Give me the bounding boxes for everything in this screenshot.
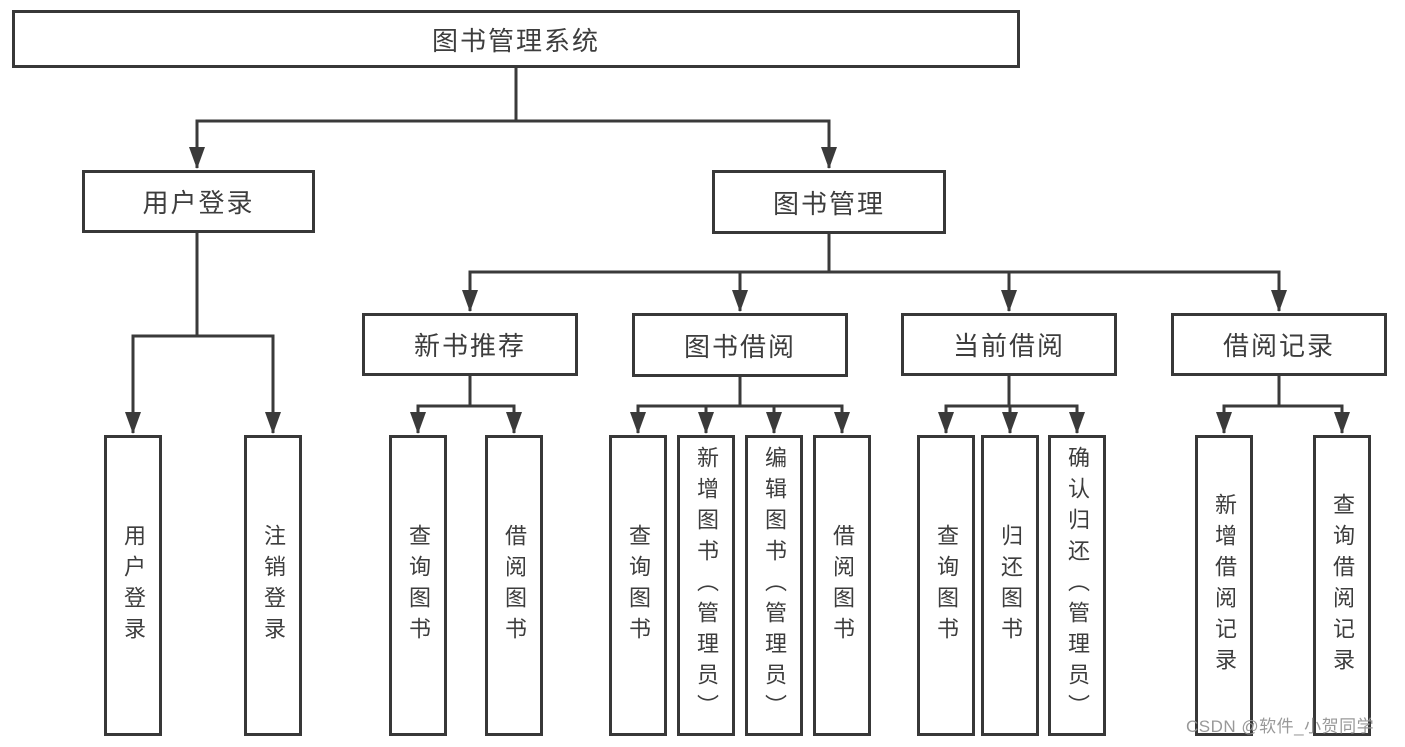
leaf-add-book-admin: 新增图书（管理员）: [677, 435, 735, 736]
leaf-query-borrow-record: 查询借阅记录: [1313, 435, 1371, 736]
leaf-query-books-recommend: 查询图书: [389, 435, 447, 736]
leaf-label: 借阅图书: [502, 523, 527, 648]
node-label: 图书借阅: [683, 331, 796, 362]
leaf-query-books-borrow: 查询图书: [609, 435, 667, 736]
node-book-borrowing: 图书借阅: [632, 313, 848, 377]
leaf-confirm-return-admin: 确认归还（管理员）: [1048, 435, 1106, 736]
node-library-management-system: 图书管理系统: [12, 10, 1020, 68]
node-label: 用户登录: [142, 188, 255, 218]
leaf-borrow-books: 借阅图书: [813, 435, 871, 736]
node-current-borrowing: 当前借阅: [901, 313, 1117, 376]
leaf-label: 查询图书: [626, 523, 651, 648]
node-new-book-recommend: 新书推荐: [362, 313, 578, 376]
leaf-query-books-current: 查询图书: [917, 435, 975, 736]
leaf-label: 新增借阅记录: [1212, 492, 1237, 679]
leaf-label: 确认归还（管理员）: [1065, 446, 1090, 725]
node-user-login: 用户登录: [82, 170, 315, 233]
leaf-label: 归还图书: [998, 523, 1023, 648]
node-book-management: 图书管理: [712, 170, 946, 234]
leaf-label: 注销登录: [261, 523, 286, 648]
node-label: 当前借阅: [952, 331, 1065, 361]
leaf-return-books: 归还图书: [981, 435, 1039, 736]
node-label: 借阅记录: [1222, 331, 1335, 361]
node-label: 图书管理: [772, 188, 885, 219]
node-borrowing-records: 借阅记录: [1171, 313, 1387, 376]
leaf-label: 借阅图书: [830, 523, 855, 648]
leaf-label: 用户登录: [121, 523, 146, 648]
leaf-label: 查询图书: [406, 523, 431, 648]
node-label: 图书管理系统: [431, 25, 600, 56]
leaf-user-login: 用户登录: [104, 435, 162, 736]
leaf-label: 查询图书: [934, 523, 959, 648]
leaf-label: 查询借阅记录: [1330, 492, 1355, 679]
leaf-logout: 注销登录: [244, 435, 302, 736]
leaf-borrow-books-recommend: 借阅图书: [485, 435, 543, 736]
csdn-watermark: CSDN @软件_小贺同学: [1186, 717, 1375, 736]
leaf-label: 新增图书（管理员）: [694, 446, 719, 725]
leaf-label: 编辑图书（管理员）: [762, 446, 787, 725]
leaf-edit-book-admin: 编辑图书（管理员）: [745, 435, 803, 736]
leaf-add-borrow-record: 新增借阅记录: [1195, 435, 1253, 736]
node-label: 新书推荐: [413, 331, 526, 361]
